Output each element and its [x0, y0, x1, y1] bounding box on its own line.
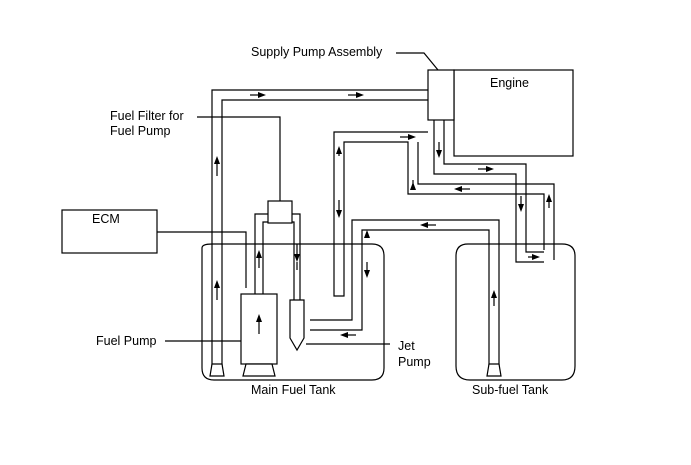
fuel-pump-strainer [242, 363, 276, 377]
ecm-label: ECM [92, 212, 120, 226]
main-fuel-tank [201, 243, 385, 381]
engine-box [453, 69, 574, 157]
sub-tank-transfer-pipe [310, 219, 500, 366]
sub-pickup-strainer [486, 363, 502, 377]
sub-fuel-tank [455, 243, 576, 381]
main-tank-label: Main Fuel Tank [251, 383, 336, 397]
supply-pump-leader [396, 52, 439, 71]
jet-pump-body [289, 299, 305, 352]
fuel-filter-leader [197, 116, 281, 201]
sub-tank-label: Sub-fuel Tank [472, 383, 549, 397]
engine-outlet-pipe [433, 120, 544, 263]
fuel-filter-label-1: Fuel Filter for [110, 109, 184, 123]
main-pickup-strainer [209, 363, 225, 377]
main-supply-pipe [211, 89, 428, 366]
fuel-filter-label-2: Fuel Pump [110, 124, 170, 138]
fuel-filter-box [267, 200, 293, 224]
filter-jetpump-pipe [292, 213, 301, 300]
jet-pump-label-1: Jet [398, 339, 415, 353]
ecm-box [61, 209, 158, 254]
engine-label: Engine [490, 76, 529, 90]
engine-return-pipe [333, 131, 555, 297]
ecm-wire [157, 231, 247, 288]
flow-arrows [214, 92, 552, 338]
fuel-pump-label: Fuel Pump [96, 334, 156, 348]
pump-filter-pipe [254, 213, 268, 294]
supply-pump-assembly [427, 69, 455, 121]
supply-pump-label: Supply Pump Assembly [251, 45, 383, 59]
jet-pump-label-2: Pump [398, 355, 431, 369]
